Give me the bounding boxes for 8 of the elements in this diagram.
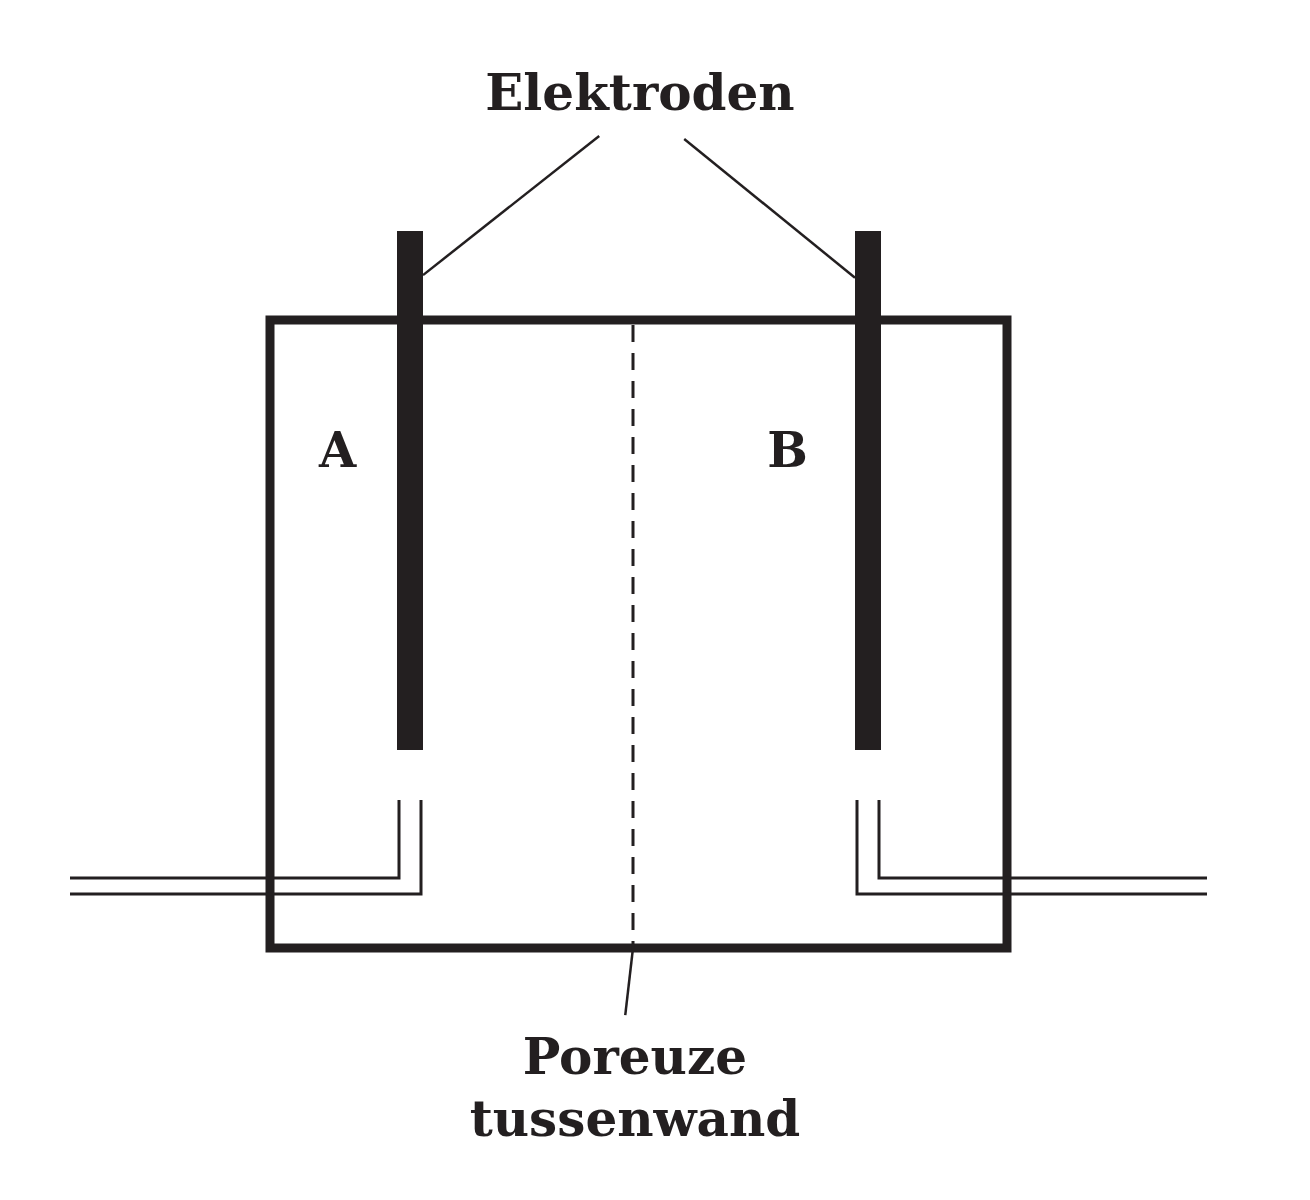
- leader-line: [422, 135, 600, 277]
- compartment-label: A: [317, 421, 358, 480]
- electrode: [397, 231, 423, 750]
- compartment-label: B: [766, 421, 809, 480]
- callout-text: Elektroden: [485, 61, 795, 124]
- callout-text: Poreuze tussenwand: [468, 1026, 802, 1150]
- electrode: [855, 231, 881, 750]
- leader-line: [683, 138, 856, 279]
